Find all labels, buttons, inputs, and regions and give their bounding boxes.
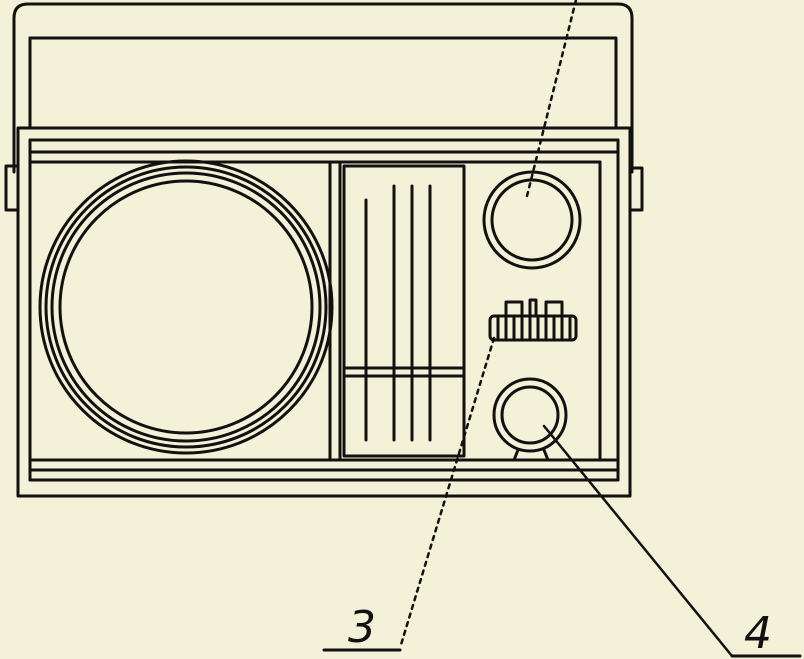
left-lug	[4, 164, 20, 212]
volume-knob	[492, 377, 568, 462]
callout-label-4: 4	[744, 608, 772, 659]
band-switch	[488, 298, 578, 342]
tuning-knob	[482, 170, 582, 270]
leader-line-top-knob	[525, 0, 578, 198]
tuning-scale	[342, 164, 466, 458]
leader-line-4	[542, 424, 734, 658]
callout-label-3: 3	[348, 602, 376, 653]
radio-body	[16, 126, 632, 498]
leader-line-3	[398, 336, 496, 650]
handle	[12, 2, 634, 174]
right-lug	[628, 166, 644, 212]
speaker-grille	[38, 159, 334, 455]
